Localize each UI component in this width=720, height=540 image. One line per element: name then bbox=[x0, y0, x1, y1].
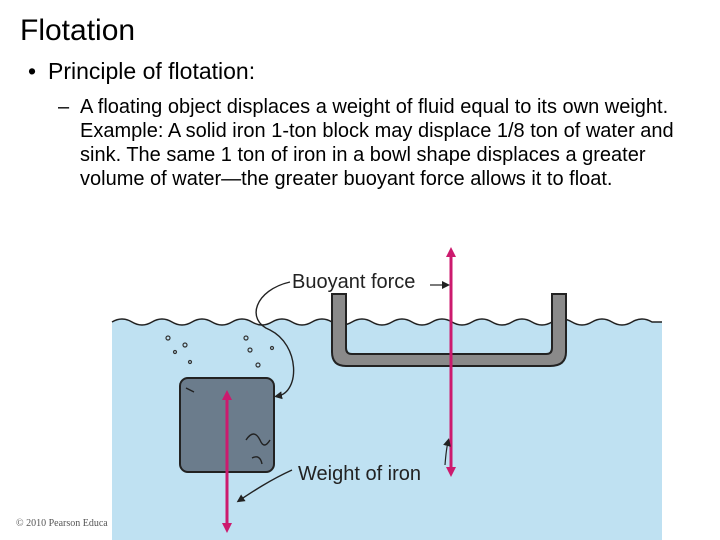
slide-title: Flotation bbox=[20, 14, 136, 47]
copyright-note: © 2010 Pearson Educa bbox=[16, 518, 108, 529]
sub-bullet: – A floating object displaces a weight o… bbox=[58, 95, 708, 191]
buoyant-leader-curve bbox=[255, 281, 295, 400]
sub-bullet-dash: – bbox=[58, 96, 70, 118]
iron-block-marks bbox=[185, 387, 271, 465]
sub-line-2: Example: A solid iron 1-ton block may di… bbox=[80, 120, 674, 190]
water-body bbox=[112, 319, 662, 540]
bullet-dot: • bbox=[28, 58, 37, 84]
label-buoyant-force: Buoyant force bbox=[292, 271, 415, 293]
bullet-text: Principle of flotation: bbox=[48, 58, 256, 84]
label-weight-of-iron: Weight of iron bbox=[298, 463, 421, 485]
weight-leader-curve bbox=[236, 469, 293, 503]
bubbles bbox=[165, 335, 275, 368]
weight-leader-curve-2 bbox=[443, 438, 451, 466]
iron-bowl bbox=[331, 293, 567, 367]
sub-line-1: A floating object displaces a weight of … bbox=[80, 96, 669, 118]
